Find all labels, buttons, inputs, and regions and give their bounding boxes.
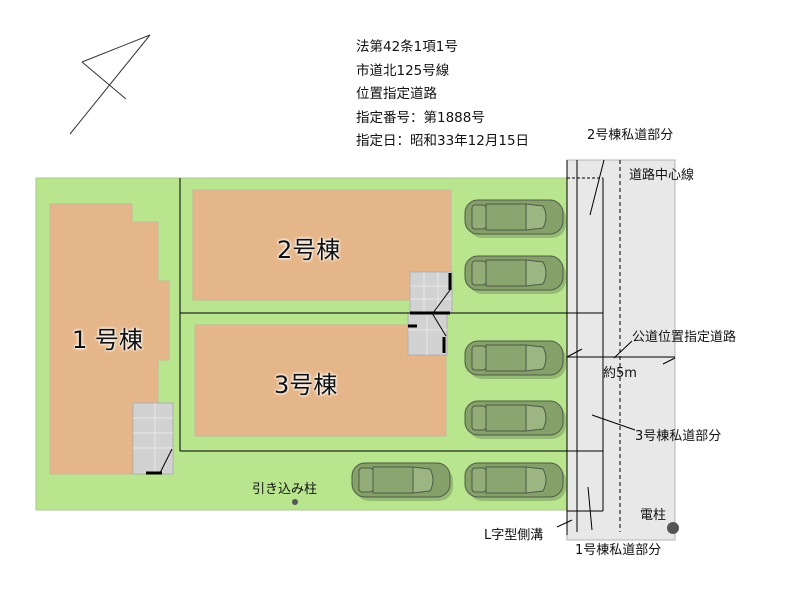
road-notes: 法第42条1項1号 市道北125号線 位置指定道路 指定番号：第1888号 指定… (356, 36, 529, 154)
car-icon (464, 400, 566, 439)
road (566, 159, 676, 541)
service-pole-label: 引き込み柱 (252, 482, 318, 497)
private-road-2-label: 2号棟私道部分 (587, 128, 674, 143)
note-line: 指定番号：第1888号 (356, 109, 485, 126)
car-icon (351, 462, 453, 501)
utility-pole-label: 電柱 (640, 508, 667, 523)
car-icon (464, 462, 566, 501)
road-width-label: 約5m (603, 366, 637, 381)
house-3 (194, 324, 447, 437)
private-road-1-label: 1号棟私道部分 (575, 543, 662, 558)
building-3-label: 3号棟 (274, 371, 338, 399)
note-line: 市道北125号線 (356, 62, 450, 79)
note-line: 法第42条1項1号 (356, 39, 458, 55)
service-pole-icon (292, 499, 298, 505)
center-line-label: 道路中心線 (629, 168, 695, 183)
car-icon (464, 340, 566, 379)
building-1-label: 1 号棟 (72, 326, 143, 354)
note-line: 位置指定道路 (356, 86, 437, 102)
north-arrow-icon (69, 34, 151, 135)
car-icon (464, 199, 566, 238)
building-2-label: 2号棟 (277, 236, 341, 264)
house-2 (192, 189, 452, 301)
porch-1 (132, 402, 174, 475)
public-road-label: 公道位置指定道路 (632, 330, 737, 345)
gutter-label: L字型側溝 (484, 528, 544, 543)
boundary-lines (179, 159, 676, 535)
private-road-3-label: 3号棟私道部分 (635, 429, 722, 444)
utility-pole-icon (667, 522, 679, 534)
note-line: 指定日：昭和33年12月15日 (356, 133, 530, 149)
porch-2 (409, 271, 453, 314)
car-icon (464, 255, 566, 294)
